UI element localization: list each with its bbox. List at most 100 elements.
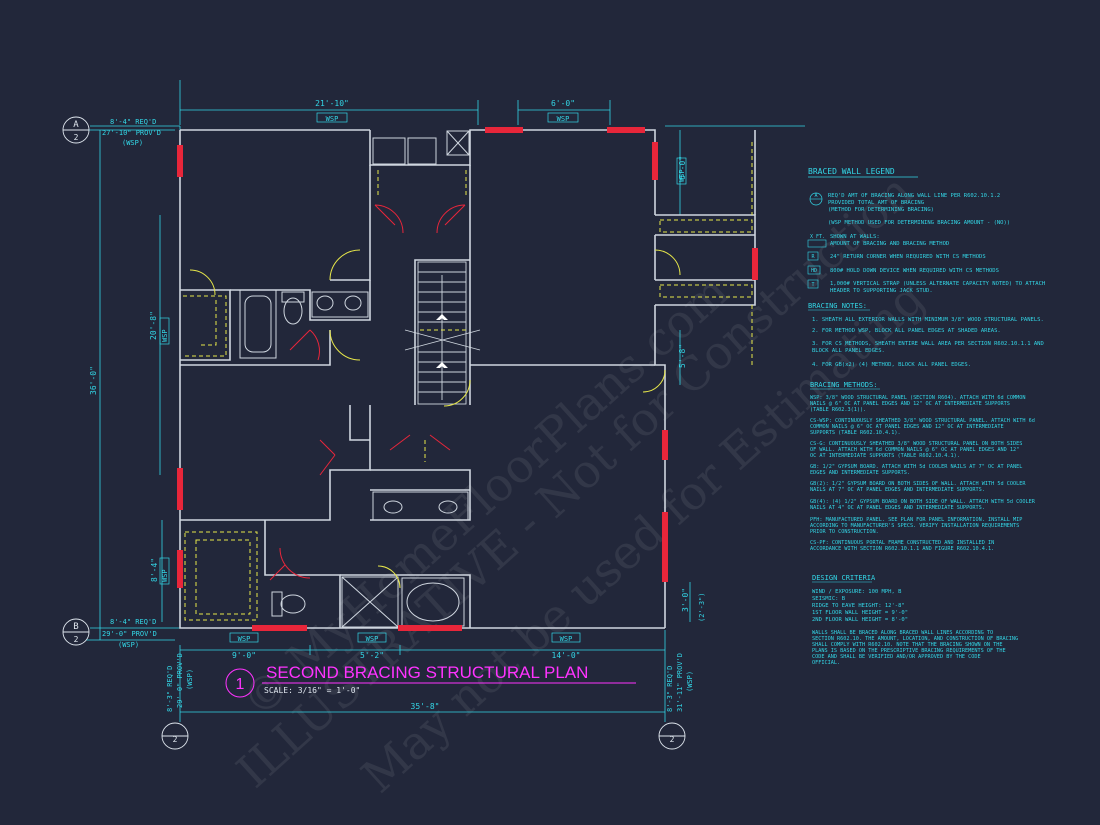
design-criteria-title: DESIGN CRITERIA (812, 574, 876, 582)
laundry-box (372, 137, 406, 165)
door-swing-icon (319, 439, 336, 476)
shower (341, 576, 399, 628)
method-7a: PFH: MANUFACTURED PANEL. SEE PLAN FOR PA… (810, 517, 1022, 523)
design-5: 2ND FLOOR WALL HEIGHT = 8'-0" (812, 617, 908, 623)
grid-a-letter: A (73, 120, 79, 130)
toilet-upper (281, 291, 305, 303)
method-8b: ACCORDANCE WITH SECTION R602.10.1.1 AND … (810, 546, 994, 552)
door-swing-icon (289, 329, 320, 361)
vanity-upper (311, 291, 369, 318)
method-1b: NAILS @ 6" OC AT PANEL EDGES AND 12" OC … (810, 401, 1010, 407)
braced-panel (177, 468, 183, 510)
bathtub (239, 289, 277, 359)
grid-2-provd: 31'-11" PROV'D (676, 653, 684, 712)
braced-panel (652, 142, 658, 180)
braced-panel (177, 145, 183, 177)
door-swing-icon (377, 565, 401, 589)
closing-1: WALLS SHALL BE BRACED ALONG BRACED WALL … (812, 630, 993, 636)
door-swing-icon (436, 204, 466, 234)
legend-item-1-line-2: PROVIDED TOTAL AMT OF BRACING (828, 200, 924, 206)
closing-5: CODE AND SHALL BE VERIFIED AND/OR APPROV… (812, 654, 981, 660)
dimension-labels: 21'-10" WSP 6'-0" WSP 36'-0" 20'-8" WSP … (89, 99, 706, 711)
grid-a-sheet: 2 (74, 133, 79, 142)
grid-b-reqd: 8'-4" REQ'D (110, 618, 156, 626)
method-3a: CS-G: CONTINUOUSLY SHEATHED 3/8" WOOD ST… (810, 441, 1022, 447)
dim-right-top: 6'-0" (678, 156, 687, 180)
method-5b: NAILS AT 7" OC AT PANEL EDGES AND INTERM… (810, 487, 985, 493)
method-4b: EDGES AND INTERMEDIATE SUPPORTS. (810, 470, 910, 476)
legend-symbol-r: R (811, 254, 815, 260)
toilet-lower (271, 591, 283, 617)
method-3c: OC AT INTERMEDIATE SUPPORTS (TABLE R602.… (810, 453, 960, 459)
dim-bottom-overall: 35'-8" (411, 702, 440, 711)
wsp-tag-bottom-right: WSP (560, 635, 573, 643)
grid-b-letter: B (73, 622, 78, 632)
method-8a: CS-PF: CONTINUOUS PORTAL FRAME CONSTRUCT… (810, 540, 994, 546)
method-2a: CS-WSP: CONTINUOUSLY SHEATHED 3/8" WOOD … (810, 418, 1035, 424)
dim-right-bottom: 3'-0" (681, 588, 690, 612)
bracing-note-2: 2. FOR METHOD WSP, BLOCK ALL PANEL EDGES… (812, 328, 1001, 334)
door-swing-icon (374, 204, 404, 234)
legend-symbol-a: A (814, 193, 817, 199)
design-4: 1ST FLOOR WALL HEIGHT = 9'-0" (812, 610, 908, 616)
dim-right-bottom-alt: (2'-3") (698, 592, 706, 622)
door-swing-icon (269, 547, 311, 581)
grid-a-reqd: 8'-4" REQ'D (110, 118, 156, 126)
closing-6: OFFICIAL. (812, 660, 840, 666)
braced-panel (398, 625, 462, 631)
door-swing-icon (329, 329, 361, 361)
dim-top-overall: 21'-10" (315, 99, 349, 108)
legend-symbol-t: T (811, 282, 814, 288)
method-4a: GB: 1/2" GYPSUM BOARD. ATTACH WITH 5d CO… (810, 464, 1022, 470)
door-swing-icon (329, 249, 361, 281)
fixtures (239, 130, 470, 628)
design-3: RIDGE TO EAVE HEIGHT: 12'-8" (812, 603, 905, 609)
wsp-tag-right-top: WSP (678, 169, 686, 182)
legend-item-6-line-2: HEADER TO SUPPORTING JACK STUD. (830, 288, 933, 294)
dim-right-mid: 5'-8" (678, 344, 687, 368)
closing-4: PLANS IS BASED ON THE PRESCRIPTIVE BRACI… (812, 648, 1006, 654)
grid-a-provd: 27'-10" PROV'D (102, 129, 161, 137)
design-2: SEISMIC: B (812, 596, 846, 602)
closing-3: SHALL COMPLY WITH R602.10. NOTE THAT THE… (812, 642, 1003, 648)
braced-panel (662, 430, 668, 460)
dim-left-overall: 36'-0" (89, 366, 98, 395)
legend-item-5-line-1: 800# HOLD DOWN DEVICE WHEN REQUIRED WITH… (830, 268, 999, 274)
method-1c: (TABLE R602.3(1)). (810, 407, 866, 413)
grid-a-method: (WSP) (122, 139, 143, 147)
bracing-note-3b: BLOCK ALL PANEL EDGES. (812, 348, 885, 354)
plan-title: SECOND BRACING STRUCTURAL PLAN (266, 663, 588, 682)
braced-panel (662, 512, 668, 582)
plan-title-block: 1 SECOND BRACING STRUCTURAL PLAN SCALE: … (225, 663, 636, 698)
method-5a: GB(2): 1/2" GYPSUM BOARD ON BOTH SIDES O… (810, 481, 1026, 487)
grid-1-number: 2 (173, 735, 178, 744)
wsp-tag-bottom-mid: WSP (366, 635, 379, 643)
braced-panel (252, 625, 307, 631)
door-swing-icon (443, 379, 471, 407)
plan-scale: SCALE: 3/16" = 1'-0" (264, 686, 360, 695)
door-swing-icon (642, 369, 666, 393)
legend-item-4-line-1: 24" RETURN CORNER WHEN REQUIRED WITH CS … (830, 254, 986, 260)
dim-bottom-right: 14'-0" (552, 651, 581, 660)
braced-panel (177, 550, 183, 588)
closing-2: SECTION R602.10. THE AMOUNT, LOCATION, A… (812, 636, 1018, 642)
legend-title: BRACED WALL LEGEND (808, 167, 895, 176)
grid-1-reqd: 8'-3" REQ'D (166, 666, 174, 712)
stairs (404, 261, 481, 405)
grid-b-sheet: 2 (74, 635, 79, 644)
grid-1-method: (WSP) (186, 669, 194, 690)
legend-symbol-xft: X FT. (810, 234, 825, 240)
stair-arrow-icon (436, 314, 448, 368)
braced-panel (607, 127, 645, 133)
bracing-note-3a: 3. FOR CS METHODS, SHEATH ENTIRE WALL AR… (812, 341, 1044, 347)
braced-panel (485, 127, 523, 133)
method-7b: ACCORDING TO MANUFACTURER'S SPECS. VERIF… (810, 523, 1019, 529)
legend-item-1-line-3: (METHOD FOR DETERMINING BRACING) (828, 207, 934, 213)
grid-b-method: (WSP) (118, 641, 139, 649)
dimension-lines (86, 80, 805, 722)
door-swing-icon (389, 434, 451, 451)
method-7c: PRIOR TO CONSTRUCTION. (810, 529, 879, 535)
method-6a: GB(4): (4) 1/2" GYPSUM BOARD ON BOTH SID… (810, 499, 1036, 505)
wsp-tag-bottom-left: WSP (238, 635, 251, 643)
